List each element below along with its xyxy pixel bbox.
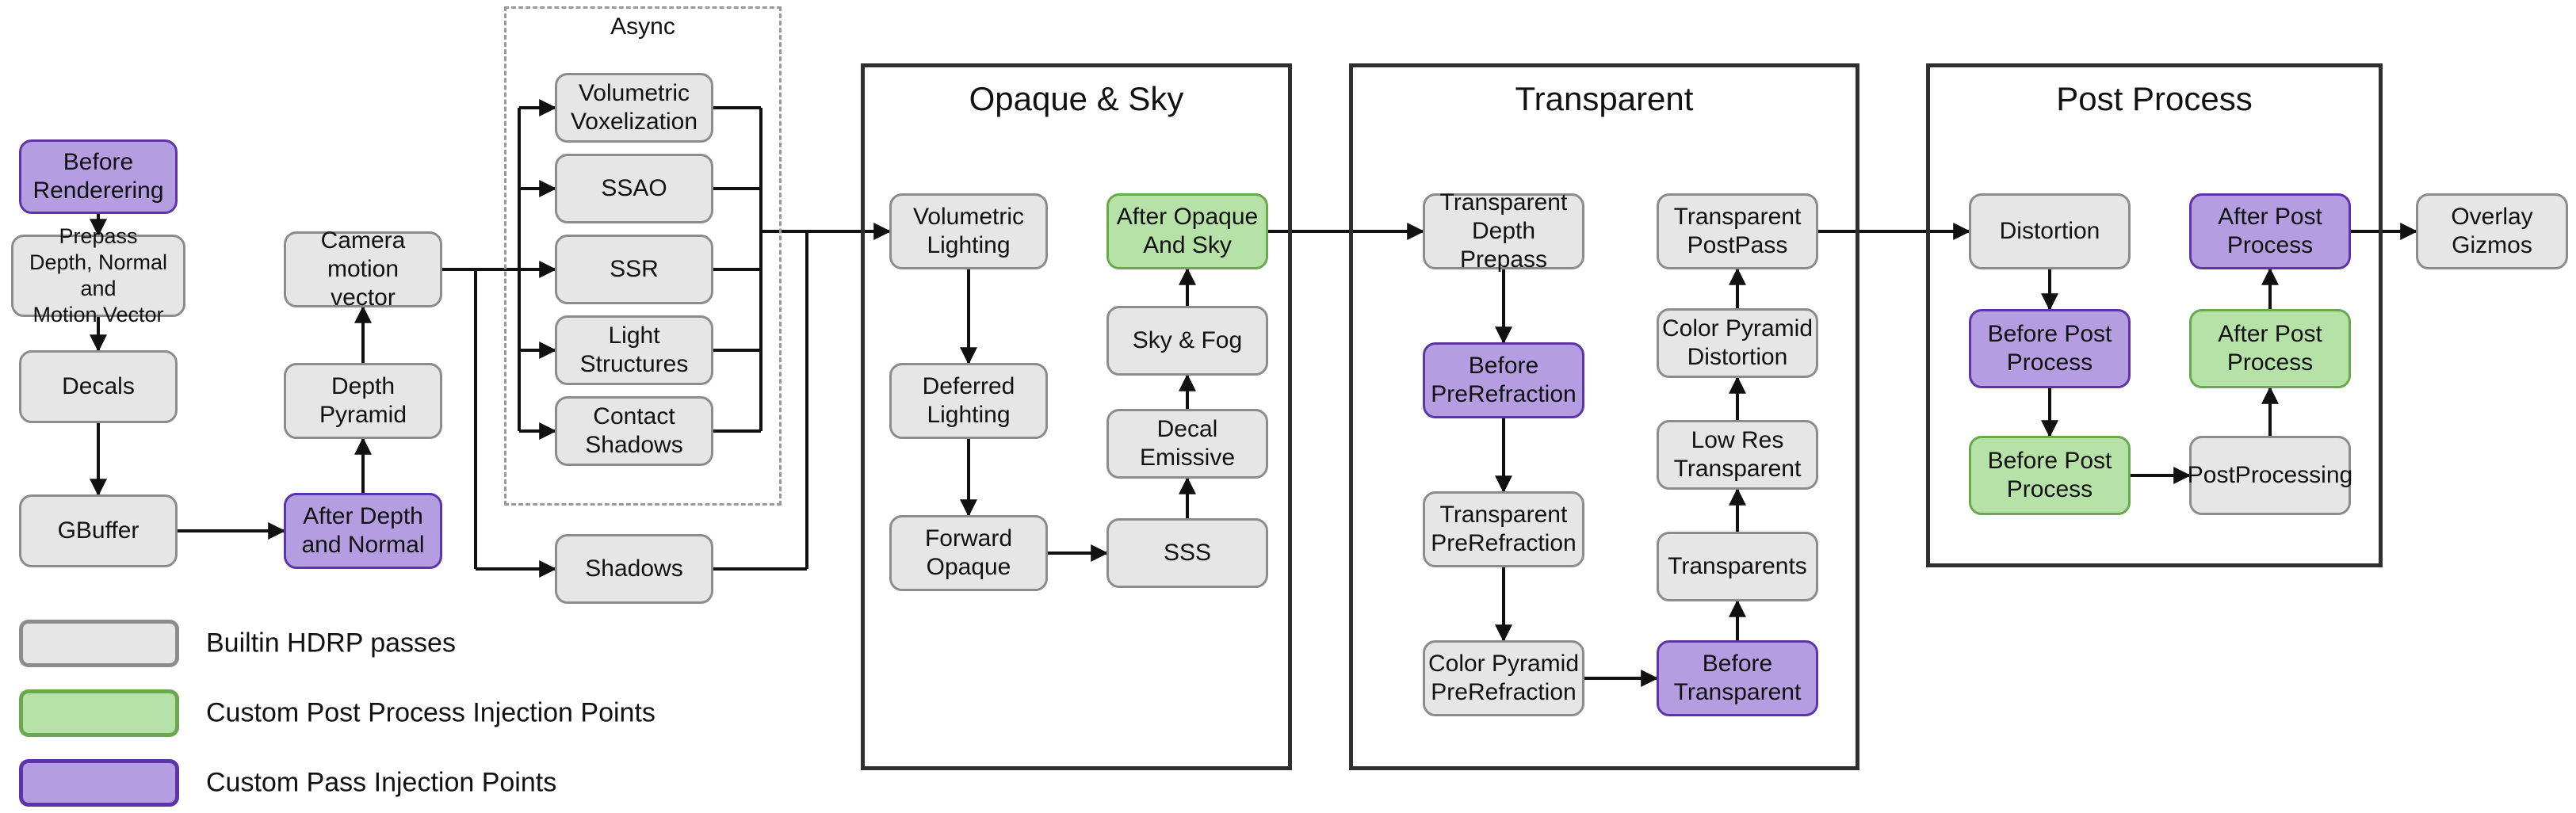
legend-label-custom-post-process: Custom Post Process Injection Points: [206, 697, 655, 728]
node-deferred-lighting: Deferred Lighting: [889, 363, 1048, 439]
node-prepass-depth-normal-motion: Prepass Depth, Normal and Motion Vector: [11, 224, 185, 326]
node-transparent-depth-prepass: Transparent Depth Prepass: [1423, 189, 1584, 273]
node-after-opaque-and-sky: After Opaque And Sky: [1106, 193, 1268, 269]
node-after-post-process-custom-post: After Post Process: [2189, 309, 2351, 388]
node-ssr: SSR: [555, 235, 713, 304]
node-color-pyramid-distortion: Color Pyramid Distortion: [1657, 308, 1818, 378]
legend-swatch-custom-pass: [19, 759, 179, 807]
node-shadows: Shadows: [555, 534, 713, 604]
node-postprocessing: PostProcessing: [2188, 436, 2352, 515]
node-distortion: Distortion: [1969, 193, 2131, 269]
node-light-structures: Light Structures: [555, 315, 713, 385]
section-title-transparent: Transparent: [1515, 80, 1694, 117]
section-async: Async: [504, 6, 782, 506]
node-transparent-postpass: Transparent PostPass: [1657, 193, 1818, 269]
legend-swatch-custom-post-process: [19, 689, 179, 737]
node-sss: SSS: [1106, 518, 1268, 588]
section-transparent: Transparent: [1349, 63, 1859, 770]
node-decals: Decals: [19, 350, 178, 423]
node-before-prerefraction: Before PreRefraction: [1423, 342, 1584, 418]
node-transparent-prerefraction: Transparent PreRefraction: [1423, 491, 1584, 567]
section-title-async: Async: [610, 13, 675, 40]
node-before-transparent: Before Transparent: [1657, 640, 1818, 716]
legend-label-custom-pass: Custom Pass Injection Points: [206, 767, 557, 798]
section-title-post-process: Post Process: [2056, 80, 2253, 117]
node-before-post-process-custom-pass: Before Post Process: [1969, 309, 2131, 388]
node-color-pyramid-prerefraction: Color Pyramid PreRefraction: [1423, 640, 1584, 716]
section-opaque-and-sky: Opaque & Sky: [861, 63, 1292, 770]
node-low-res-transparent: Low Res Transparent: [1657, 420, 1818, 490]
node-forward-opaque: Forward Opaque: [889, 515, 1048, 591]
node-contact-shadows: Contact Shadows: [555, 396, 713, 466]
node-sky-and-fog: Sky & Fog: [1106, 306, 1268, 376]
node-before-post-process-custom-post: Before Post Process: [1969, 436, 2131, 515]
node-depth-pyramid: Depth Pyramid: [284, 363, 442, 439]
node-decal-emissive: Decal Emissive: [1106, 409, 1268, 479]
legend-label-builtin: Builtin HDRP passes: [206, 628, 456, 658]
node-after-depth-and-normal: After Depth and Normal: [284, 493, 442, 569]
node-volumetric-voxelization: Volumetric Voxelization: [555, 73, 713, 143]
legend-swatch-builtin: [19, 620, 179, 667]
node-after-post-process-custom-pass: After Post Process: [2189, 193, 2351, 269]
node-overlay-gizmos: Overlay Gizmos: [2416, 193, 2568, 269]
node-ssao: SSAO: [555, 154, 713, 223]
section-title-opaque-and-sky: Opaque & Sky: [969, 80, 1184, 117]
node-camera-motion-vector: Camera motion vector: [284, 227, 442, 311]
node-before-rendering: Before Renderering: [19, 139, 178, 214]
node-gbuffer: GBuffer: [19, 494, 178, 567]
node-volumetric-lighting: Volumetric Lighting: [889, 193, 1048, 269]
node-transparents: Transparents: [1657, 532, 1818, 601]
section-post-process: Post Process: [1926, 63, 2383, 567]
